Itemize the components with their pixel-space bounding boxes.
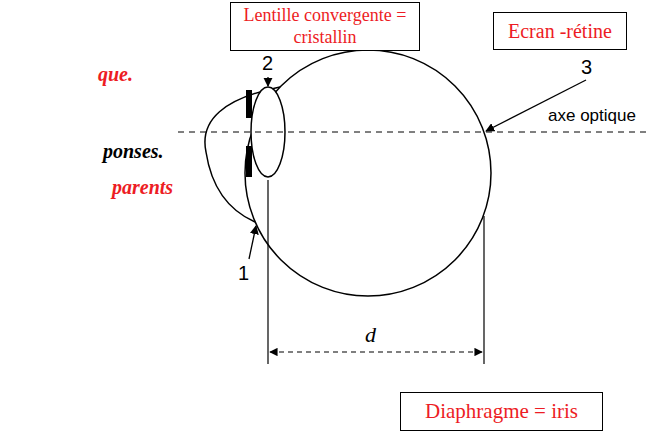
callout-text: Ecran -rétine: [508, 19, 612, 43]
label-holder: ponses.: [103, 140, 164, 163]
text-fragment: que.: [98, 63, 133, 86]
dimension-line: [270, 351, 482, 352]
callout-number: 1: [238, 262, 249, 285]
eyeball-outline: [245, 50, 491, 296]
leader-line: [249, 226, 256, 259]
label-holder: 2: [262, 52, 273, 75]
label-holder: parents: [112, 176, 173, 199]
callout-box: Diaphragme = iris: [400, 392, 603, 431]
iris-bar: [246, 90, 252, 118]
leader-line: [267, 77, 268, 86]
label-holder: que.: [98, 63, 133, 86]
dimension-extension: [483, 216, 484, 364]
text-fragment: parents: [112, 176, 173, 199]
label-holder: axe optique: [548, 106, 636, 126]
callout-text: Lentille convergente = cristallin: [239, 5, 411, 48]
iris-bar: [246, 146, 252, 177]
callout-box: Lentille convergente = cristallin: [230, 2, 420, 51]
callout-number: 3: [581, 56, 592, 79]
optical-axis: [178, 132, 650, 133]
label-holder: d: [365, 322, 376, 348]
label-holder: 3: [581, 56, 592, 79]
dimension-label: d: [365, 322, 376, 348]
axis-label: axe optique: [548, 106, 636, 126]
callout-number: 2: [262, 52, 273, 75]
label-holder: 1: [238, 262, 249, 285]
dimension-extension: [267, 180, 268, 364]
callout-box: Ecran -rétine: [493, 12, 627, 50]
callout-text: Diaphragme = iris: [425, 399, 578, 424]
text-fragment: ponses.: [103, 140, 164, 163]
